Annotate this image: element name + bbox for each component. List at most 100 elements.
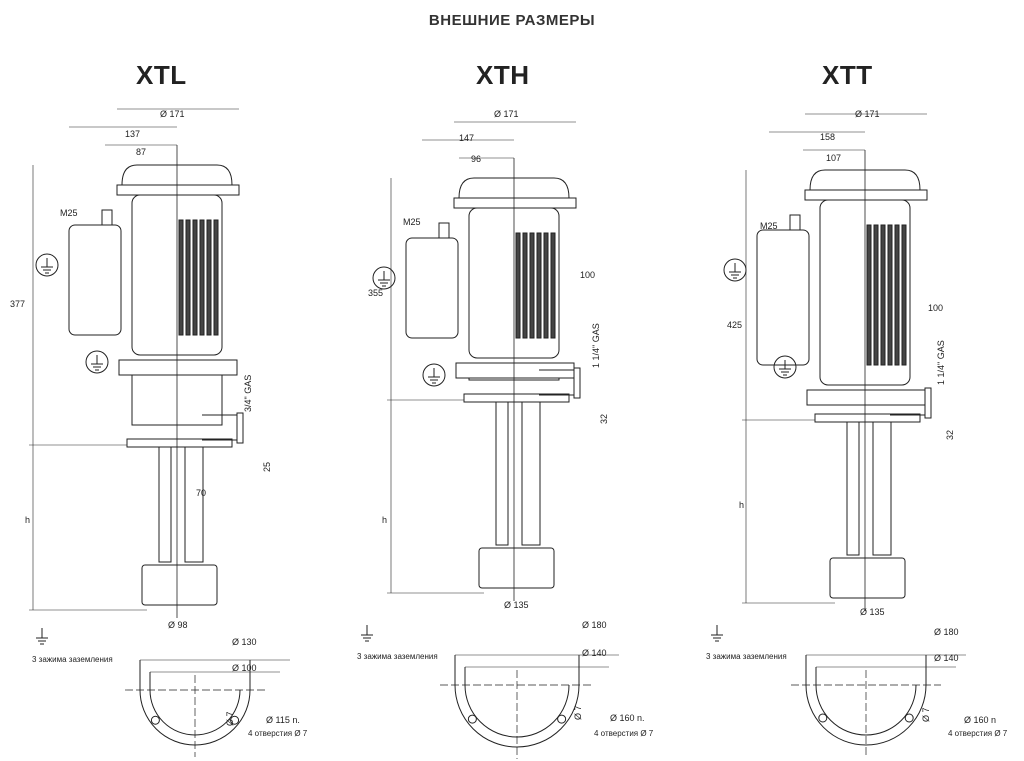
flange-inner [149, 672, 241, 736]
motor-fin [887, 224, 893, 366]
dim-offset: 70 [196, 488, 207, 498]
ground-symbol-icon [378, 271, 390, 287]
motor-fin [199, 219, 205, 336]
pump-foot [478, 547, 555, 589]
motor-fin [178, 219, 184, 336]
motor-fin [206, 219, 212, 336]
dim-pitch: Ø 160 n. [610, 713, 645, 723]
mounting-plate [126, 438, 233, 448]
holes-note: 4 отверстия Ø 7 [248, 729, 308, 738]
model-title: XTL [136, 60, 187, 90]
ground-symbol-icon [729, 263, 741, 279]
dim-outlet: 1 1/4" GAS [591, 323, 601, 368]
dim-outlet: 1 1/4" GAS [936, 340, 946, 385]
dim-a: 137 [125, 129, 141, 139]
model-title: XTH [476, 60, 530, 90]
ground-symbol-icon [779, 360, 791, 376]
motor-fin [873, 224, 879, 366]
dim-h: h [739, 500, 745, 510]
ground-note: 3 зажима заземления [706, 652, 787, 661]
column-left [846, 421, 860, 556]
motor-fin [522, 232, 528, 339]
dim-cap-diameter: Ø 171 [855, 109, 880, 119]
dim-foot: Ø 135 [504, 600, 529, 610]
dim-flange-outer: Ø 130 [232, 637, 257, 647]
motor-fin [894, 224, 900, 366]
holes-note: 4 отверстия Ø 7 [594, 729, 654, 738]
dim-outlet-h: 32 [599, 413, 609, 424]
pump-foot [829, 557, 906, 599]
dim-flange-inner: Ø 100 [232, 663, 257, 673]
dim-pitch: Ø 160 n [964, 715, 997, 725]
flange-outer [805, 655, 927, 746]
ground-icon [711, 625, 723, 642]
ground-symbol-icon [372, 266, 396, 290]
dim-hole: Ø 7 [225, 711, 235, 726]
column-left [158, 446, 172, 563]
ground-icon [361, 625, 373, 642]
ground-symbol-icon [422, 363, 446, 387]
motor-fin [515, 232, 521, 339]
column-right [521, 401, 541, 546]
mounting-hole [818, 713, 828, 723]
cable-gland [101, 209, 113, 226]
dim-h: h [382, 515, 388, 525]
flange-inner [815, 667, 917, 736]
column-right [872, 421, 892, 556]
ground-symbol-icon [85, 350, 109, 374]
dim-b: 96 [471, 154, 482, 164]
mounting-hole [904, 713, 914, 723]
dim-offset: 100 [928, 303, 944, 313]
cap-plate [804, 189, 928, 201]
holes-note: 4 отверстия Ø 7 [948, 729, 1008, 738]
dim-cable: M25 [60, 208, 78, 218]
dim-cap-diameter: Ø 171 [494, 109, 519, 119]
motor-flange [806, 389, 926, 406]
dim-foot: Ø 98 [168, 620, 188, 630]
ground-symbol-icon [91, 355, 103, 371]
dim-a: 147 [459, 133, 475, 143]
fan-cover [121, 164, 233, 186]
mounting-hole [230, 715, 240, 725]
ground-symbol-icon [773, 355, 797, 379]
dim-height: 425 [727, 320, 743, 330]
motor-fin [213, 219, 219, 336]
motor-flange [118, 359, 238, 376]
cap-plate [116, 184, 240, 196]
ground-note: 3 зажима заземления [32, 655, 113, 664]
dim-hole: Ø 7 [573, 705, 583, 720]
dim-b: 87 [136, 147, 147, 157]
cap-plate [453, 197, 577, 209]
outlet-flange [236, 412, 244, 444]
dim-h: h [25, 515, 31, 525]
dim-flange-inner: Ø 140 [934, 653, 959, 663]
outlet-flange [573, 367, 581, 399]
dim-cable: M25 [403, 217, 421, 227]
mounting-plate [814, 413, 921, 423]
fan-cover [809, 169, 921, 191]
dim-hole: Ø 7 [921, 707, 931, 722]
ground-symbol-icon [428, 368, 440, 384]
ground-symbol-icon [41, 258, 53, 274]
pump-foot [141, 564, 218, 606]
motor-fin [550, 232, 556, 339]
page-heading: ВНЕШНИЕ РАЗМЕРЫ [428, 12, 596, 29]
outlet-pipe [890, 389, 926, 416]
dim-flange-outer: Ø 180 [582, 620, 607, 630]
flange-inner [464, 667, 570, 738]
dim-a: 158 [820, 132, 836, 142]
motor-fin [866, 224, 872, 366]
dim-b: 107 [826, 153, 842, 163]
mounting-hole [150, 715, 160, 725]
model-title: XTT [822, 60, 873, 90]
column-right [184, 446, 204, 563]
dim-outlet: 3/4" GAS [243, 374, 253, 412]
terminal-box [405, 237, 459, 339]
ground-symbol-icon [35, 253, 59, 277]
motor-fin [185, 219, 191, 336]
terminal-box [756, 229, 810, 366]
dim-height: 355 [368, 288, 384, 298]
cable-gland [789, 214, 801, 231]
dim-pitch: Ø 115 n. [266, 715, 300, 725]
